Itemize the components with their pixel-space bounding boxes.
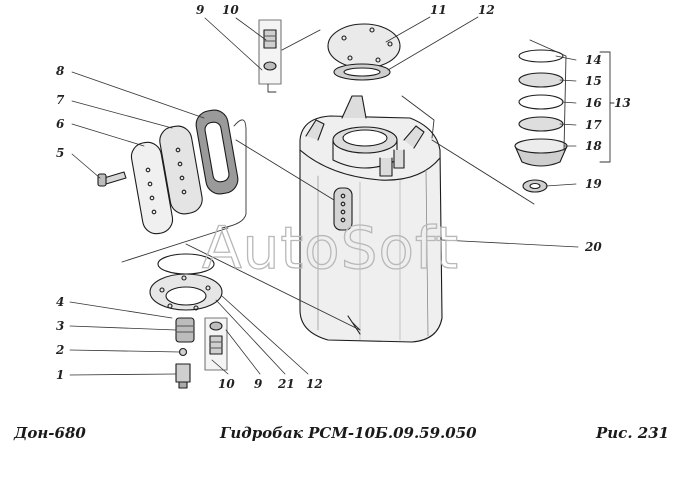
assembly-lines: [121, 29, 567, 331]
callout-16: 16: [585, 96, 602, 110]
upper-bolt-set: [258, 19, 282, 85]
callout-21: 21: [277, 377, 295, 391]
callout-18: 18: [585, 139, 602, 153]
callout-4: 4: [56, 295, 64, 309]
callout-labels: 9 10 11 12 14 15 16 13 17 18 19 20 8 7 6…: [55, 3, 631, 391]
drawing-title: Гидробак РСМ-10Б.09.59.050: [220, 424, 477, 442]
callout-3: 3: [56, 319, 64, 333]
sight-glass-plates: [97, 109, 239, 235]
callout-5: 5: [56, 146, 64, 160]
callout-14: 14: [585, 53, 602, 67]
callout-11: 11: [430, 3, 447, 17]
callout-1: 1: [56, 368, 64, 382]
autosoft-watermark: AutoSoft: [202, 214, 459, 282]
callout-2: 2: [55, 343, 64, 357]
bottom-flange-assembly: [149, 253, 223, 389]
callout-17: 17: [585, 118, 602, 132]
callout-13: 13: [614, 96, 631, 110]
callout-12-bottom: 12: [306, 377, 323, 391]
callout-9-bottom: 9: [254, 377, 263, 391]
model-caption: Дон-680: [14, 424, 86, 442]
callout-20: 20: [584, 240, 602, 254]
callout-8: 8: [56, 64, 65, 78]
lower-bolt-set: [204, 317, 228, 371]
filter-stack: [514, 49, 568, 193]
callout-15: 15: [585, 74, 602, 88]
leader-lines: [69, 16, 579, 376]
callout-10-top: 10: [222, 3, 239, 17]
callout-6: 6: [56, 117, 65, 131]
hydraulic-tank-body: [299, 95, 443, 343]
figure-number: Рис. 231: [596, 424, 670, 442]
callout-9-top: 9: [196, 3, 205, 17]
top-cover-assembly: [327, 23, 401, 81]
callout-19: 19: [585, 177, 602, 191]
callout-12-top: 12: [478, 3, 495, 17]
callout-7: 7: [56, 93, 65, 107]
callout-10-bottom: 10: [218, 377, 235, 391]
